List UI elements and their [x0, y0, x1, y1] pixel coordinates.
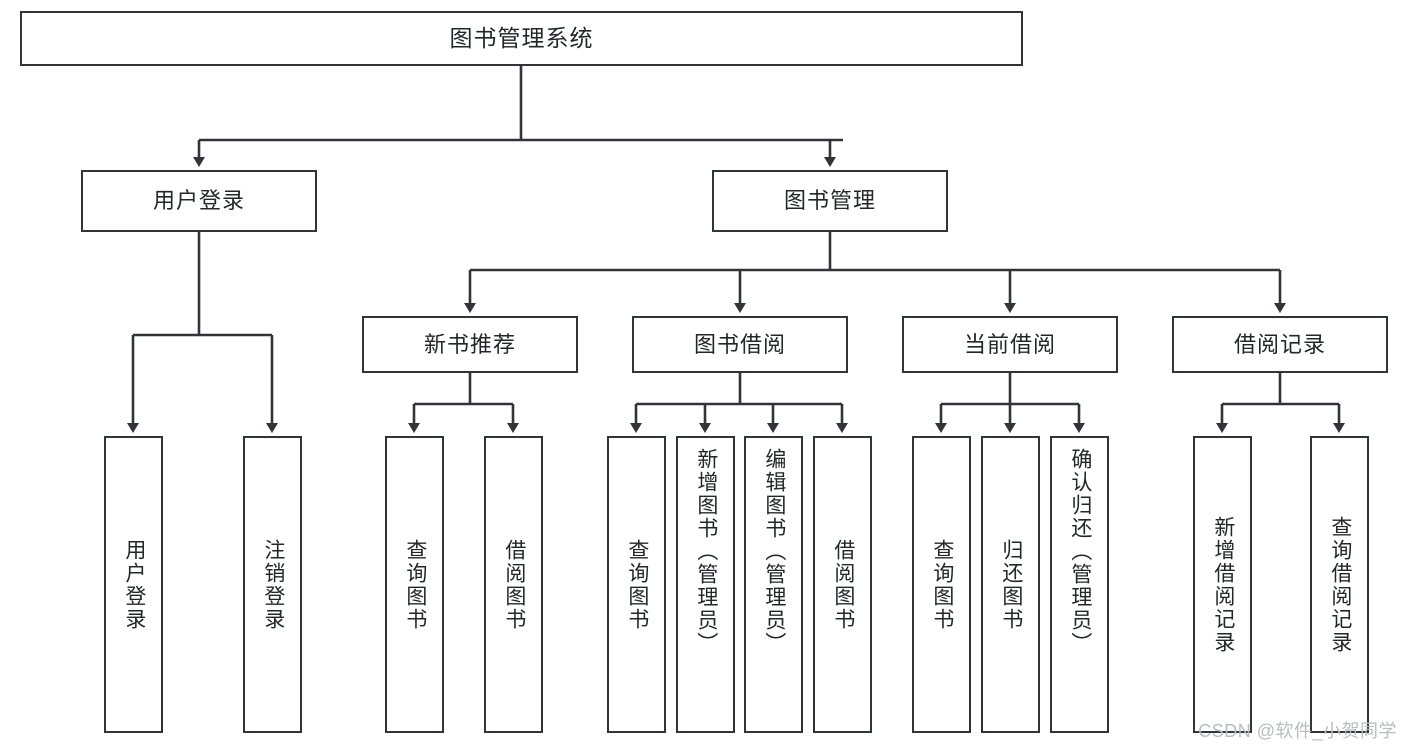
- node-leaf-confirm-return-admin-label: 确认归还（管理员）: [1068, 448, 1092, 655]
- node-book-management-label: 图书管理: [783, 188, 876, 214]
- node-root-label: 图书管理系统: [449, 25, 594, 52]
- node-user-login-label: 用户登录: [152, 188, 245, 214]
- node-user-login[interactable]: 用户登录: [81, 170, 317, 232]
- node-leaf-add-borrow-record-label: 新增借阅记录: [1211, 515, 1235, 654]
- node-leaf-query-book-bb-label: 查询图书: [625, 538, 649, 631]
- node-leaf-query-borrow-record-label: 查询借阅记录: [1328, 515, 1352, 654]
- node-borrow-record-label: 借阅记录: [1233, 331, 1326, 357]
- node-book-management[interactable]: 图书管理: [712, 170, 948, 232]
- node-new-book-recommend[interactable]: 新书推荐: [362, 316, 578, 373]
- node-leaf-return-book-label: 归还图书: [999, 538, 1023, 631]
- node-leaf-query-book-nbr[interactable]: 查询图书: [385, 436, 444, 733]
- node-leaf-query-book-cb-label: 查询图书: [930, 538, 954, 631]
- node-leaf-borrow-book-bb-label: 借阅图书: [831, 538, 855, 631]
- node-current-borrow-label: 当前借阅: [963, 331, 1056, 357]
- node-book-borrow[interactable]: 图书借阅: [632, 316, 848, 373]
- node-leaf-edit-book-admin[interactable]: 编辑图书（管理员）: [744, 436, 803, 733]
- node-leaf-add-book-admin-label: 新增图书（管理员）: [694, 448, 718, 655]
- node-leaf-return-book[interactable]: 归还图书: [981, 436, 1040, 733]
- node-current-borrow[interactable]: 当前借阅: [902, 316, 1118, 373]
- node-leaf-logout-label: 注销登录: [261, 538, 285, 631]
- node-leaf-borrow-book-bb[interactable]: 借阅图书: [813, 436, 872, 733]
- node-leaf-add-borrow-record[interactable]: 新增借阅记录: [1193, 436, 1252, 733]
- node-leaf-borrow-book-nbr[interactable]: 借阅图书: [484, 436, 543, 733]
- node-leaf-query-book-cb[interactable]: 查询图书: [912, 436, 971, 733]
- node-leaf-borrow-book-nbr-label: 借阅图书: [502, 538, 526, 631]
- csdn-watermark: CSDN @软件_小贺同学: [1198, 721, 1397, 741]
- node-book-borrow-label: 图书借阅: [693, 331, 786, 357]
- node-new-book-recommend-label: 新书推荐: [423, 331, 516, 357]
- node-leaf-add-book-admin[interactable]: 新增图书（管理员）: [676, 436, 735, 733]
- node-leaf-query-book-nbr-label: 查询图书: [403, 538, 427, 631]
- node-leaf-logout[interactable]: 注销登录: [243, 436, 302, 733]
- node-borrow-record[interactable]: 借阅记录: [1172, 316, 1388, 373]
- node-leaf-confirm-return-admin[interactable]: 确认归还（管理员）: [1050, 436, 1109, 733]
- node-leaf-user-login-label: 用户登录: [122, 538, 146, 631]
- node-leaf-user-login[interactable]: 用户登录: [104, 436, 163, 733]
- node-leaf-query-book-bb[interactable]: 查询图书: [607, 436, 666, 733]
- node-root[interactable]: 图书管理系统: [20, 11, 1023, 66]
- node-leaf-edit-book-admin-label: 编辑图书（管理员）: [762, 448, 786, 655]
- node-leaf-query-borrow-record[interactable]: 查询借阅记录: [1310, 436, 1369, 733]
